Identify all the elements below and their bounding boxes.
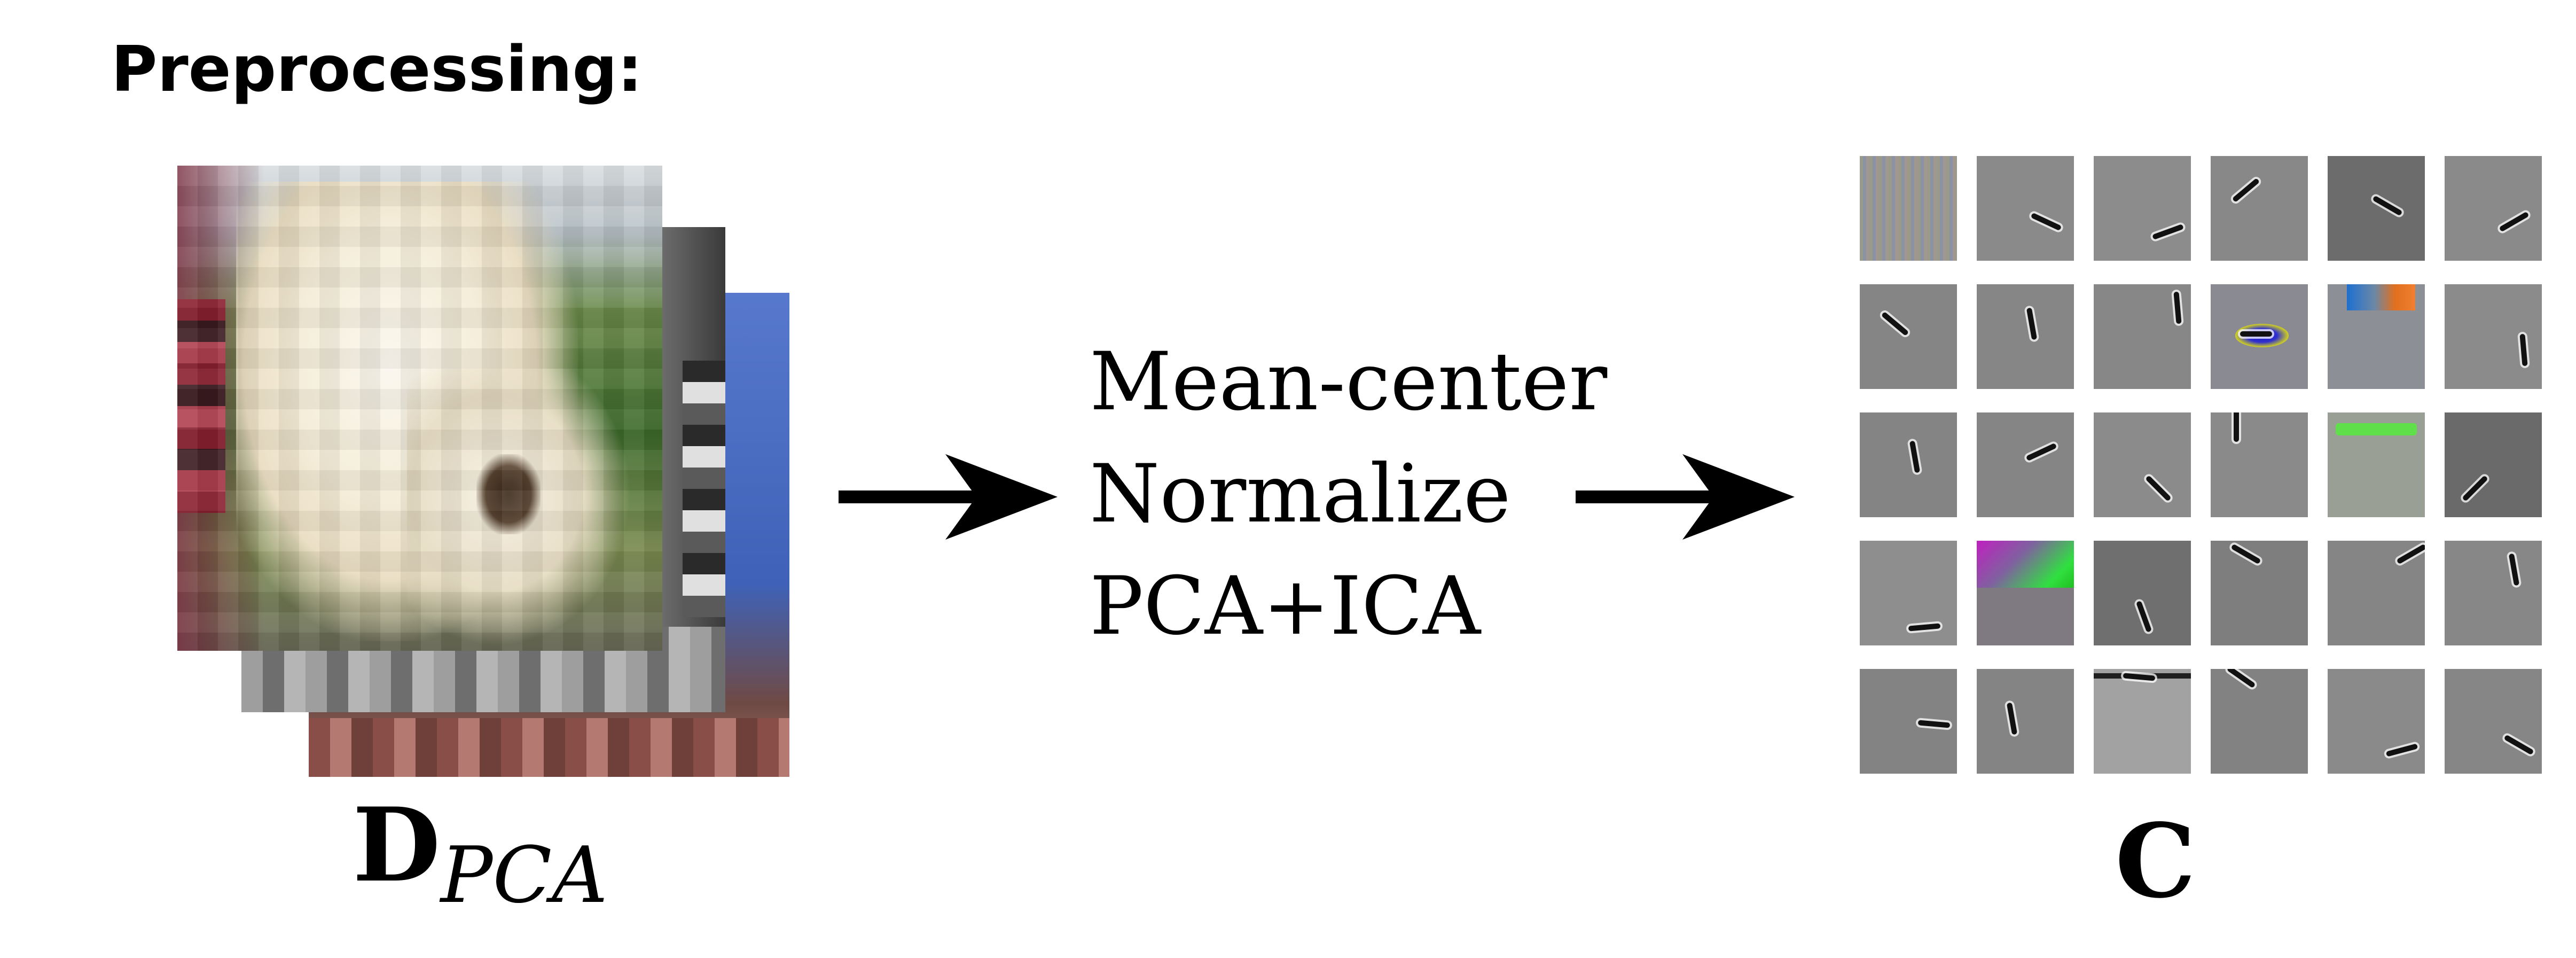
filter-grid [1860, 156, 2542, 774]
input-label-subscript: PCA [440, 830, 608, 921]
filter-tile [2094, 156, 2191, 261]
filter-tile [2328, 284, 2425, 389]
filter-stroke [2240, 331, 2272, 337]
filter-tile [1977, 412, 2074, 517]
filter-tile [2445, 284, 2542, 389]
filter-stroke [2234, 412, 2240, 442]
filter-tile [2328, 669, 2425, 774]
processing-steps: Mean-center Normalize PCA+ICA [1090, 326, 1607, 663]
filter-tile [1977, 284, 2074, 389]
filter-tile [2094, 412, 2191, 517]
filter-tile [2094, 669, 2191, 774]
filter-stroke [1909, 440, 1920, 473]
filter-tile [2211, 541, 2308, 645]
filter-stroke [2385, 743, 2418, 757]
filter-stroke [1917, 720, 1951, 728]
filter-stroke [2499, 211, 2530, 232]
filter-stroke [2503, 734, 2534, 756]
input-label: DPCA [353, 785, 608, 921]
filter-tile [2211, 412, 2308, 517]
filter-tile [2445, 669, 2542, 774]
filter-tile [2211, 669, 2308, 774]
filter-tile [2445, 156, 2542, 261]
filter-stroke [2232, 177, 2260, 202]
filter-tile [2445, 541, 2542, 645]
filter-stroke [2508, 553, 2520, 586]
filter-tile [1860, 156, 1957, 261]
filter-tile [2445, 412, 2542, 517]
output-label: C [2115, 801, 2196, 921]
filter-tile [2094, 284, 2191, 389]
filter-tile [2328, 412, 2425, 517]
filter-tile [2094, 541, 2191, 645]
filter-stroke [2030, 212, 2062, 231]
filter-tile [1977, 669, 2074, 774]
filter-tile [1860, 669, 1957, 774]
filter-stroke [2173, 291, 2182, 324]
filter-stroke [2152, 224, 2184, 240]
filter-stroke [2396, 543, 2425, 564]
filter-tile [1977, 541, 2074, 645]
filter-tile [2328, 156, 2425, 261]
arrow-1 [839, 454, 1058, 540]
filter-stroke [2230, 543, 2261, 564]
filter-stroke [2145, 475, 2172, 502]
filter-tile [1860, 284, 1957, 389]
input-image-1 [177, 166, 662, 651]
filter-tile [1977, 156, 2074, 261]
filter-tile [1860, 541, 1957, 645]
filter-stroke [2519, 333, 2528, 366]
filter-stroke [2135, 601, 2152, 633]
arrow-2 [1576, 454, 1795, 540]
filter-tile [2211, 284, 2308, 389]
filter-stroke [2007, 702, 2018, 735]
step-mean-center: Mean-center [1090, 336, 1608, 429]
diagram-title: Preprocessing: [111, 32, 643, 106]
input-label-main: D [353, 785, 441, 905]
filter-stroke [2372, 195, 2403, 216]
filter-tile [2211, 156, 2308, 261]
filter-stroke [2226, 669, 2256, 689]
filter-tile [1860, 412, 1957, 517]
filter-stroke [2026, 307, 2037, 340]
filter-stroke [1881, 311, 1909, 336]
filter-stroke [1908, 623, 1941, 632]
filter-stroke [2025, 442, 2057, 461]
filter-stroke [2462, 475, 2489, 502]
step-pca-ica: PCA+ICA [1090, 560, 1481, 653]
step-normalize: Normalize [1090, 448, 1511, 541]
filter-tile [2328, 541, 2425, 645]
